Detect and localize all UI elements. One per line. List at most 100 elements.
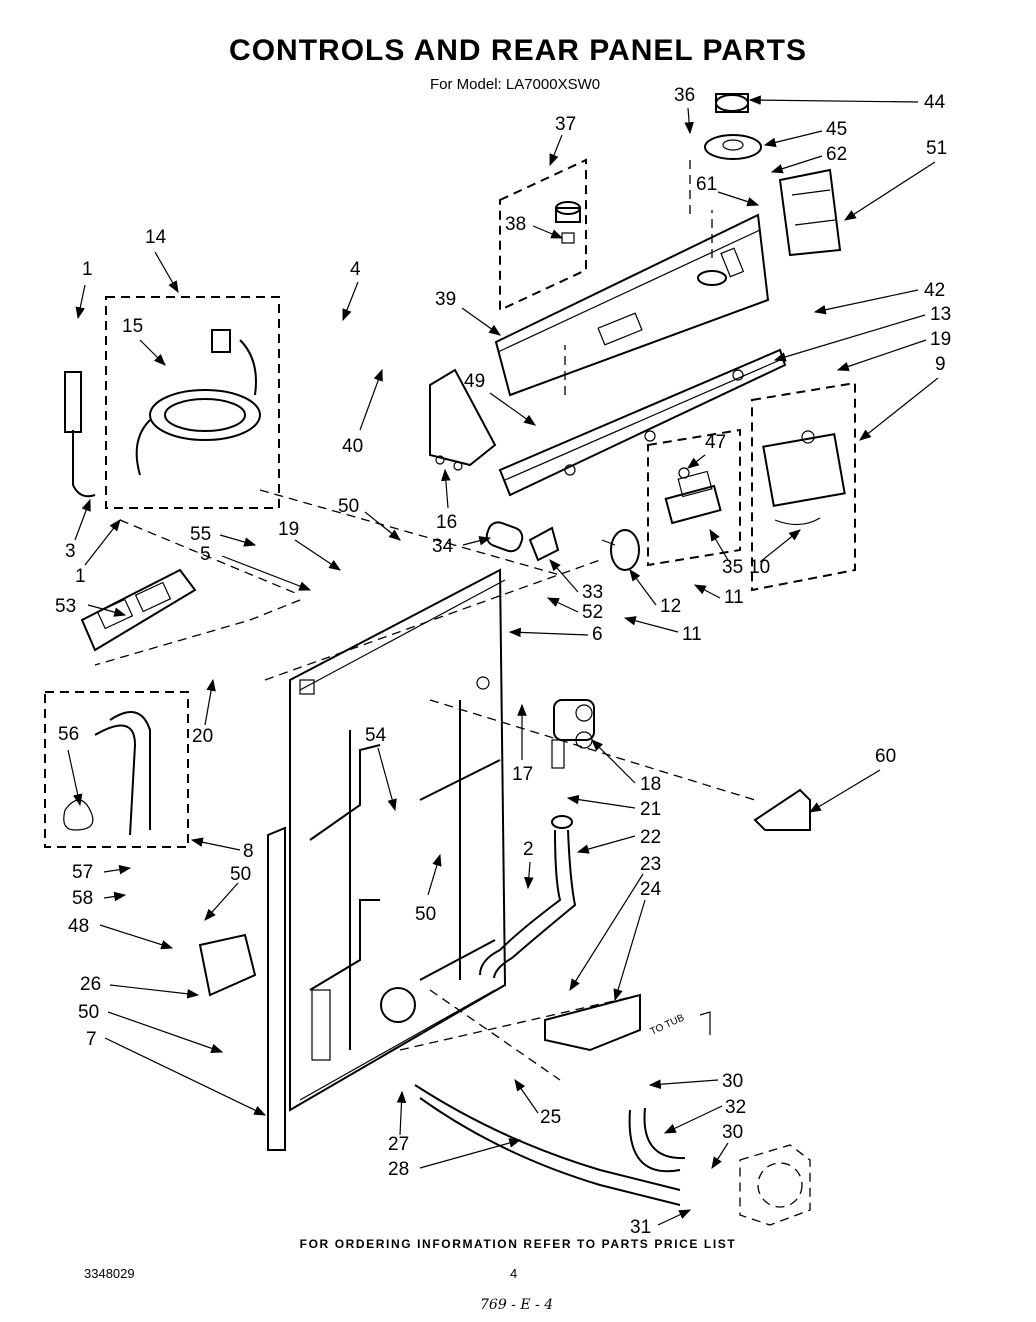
callout-50d: 50 (415, 904, 436, 925)
drain-hose-lower (414, 1084, 681, 1191)
capacitor (485, 521, 524, 553)
page-title: CONTROLS AND REAR PANEL PARTS (229, 34, 807, 67)
to-tub-label: TO TUB (649, 1012, 687, 1037)
callout-56: 56 (58, 724, 79, 745)
power-cord (135, 329, 261, 476)
selector-switch (664, 467, 722, 525)
timer-knob-and-dial (704, 93, 762, 160)
callout-31: 31 (630, 1217, 651, 1238)
callout-34: 34 (432, 536, 454, 557)
lint-filter-cover (753, 788, 811, 831)
timer-knob-group-box (499, 158, 587, 312)
callout-57: 57 (72, 862, 93, 883)
callout-24: 24 (640, 879, 662, 900)
callout-18: 18 (640, 774, 661, 795)
callout-32: 32 (725, 1097, 746, 1118)
callout-44: 44 (924, 92, 946, 113)
callout-39: 39 (435, 289, 456, 310)
callout-51: 51 (926, 138, 947, 159)
callout-53: 53 (55, 596, 76, 617)
callout-19b: 19 (930, 329, 951, 350)
callout-2: 2 (523, 839, 534, 860)
callout-7: 7 (86, 1029, 97, 1050)
access-panel (80, 568, 197, 652)
callout-1b: 1 (75, 566, 86, 587)
callout-8: 8 (243, 841, 254, 862)
inlet-hose (479, 829, 562, 976)
callout-50a: 50 (338, 496, 359, 517)
callout-21: 21 (640, 799, 661, 820)
tub-hose (628, 1109, 681, 1173)
callout-60: 60 (875, 746, 896, 767)
callout-36: 36 (674, 85, 695, 106)
control-knob (555, 201, 581, 244)
callout-47: 47 (705, 432, 726, 453)
callout-61: 61 (696, 174, 717, 195)
callout-54: 54 (365, 725, 387, 746)
console-end-cap (429, 368, 497, 471)
drain-adapter (198, 933, 257, 997)
console-bracket (498, 348, 787, 497)
callout-14: 14 (145, 227, 167, 248)
callout-50b: 50 (230, 864, 251, 885)
callout-45: 45 (826, 119, 847, 140)
switch-group-box (647, 428, 741, 567)
timer-group-box (751, 381, 856, 592)
callout-11b: 11 (682, 624, 702, 645)
callout-10: 10 (749, 557, 770, 578)
callout-9: 9 (935, 354, 946, 375)
callout-48: 48 (68, 916, 89, 937)
callout-62: 62 (826, 144, 847, 165)
callout-30b: 30 (722, 1122, 743, 1143)
callout-55: 55 (190, 524, 211, 545)
callout-33: 33 (582, 582, 603, 603)
callout-16: 16 (436, 512, 457, 533)
callout-11a: 11 (724, 587, 744, 608)
callout-19a: 19 (278, 519, 299, 540)
callout-40: 40 (342, 436, 363, 457)
callout-49: 49 (464, 371, 485, 392)
switch-bracket (778, 168, 842, 257)
mixing-valve (551, 699, 595, 769)
callout-42: 42 (924, 280, 945, 301)
mounting-clip (528, 526, 560, 562)
timer-assembly (762, 430, 846, 526)
hose-bracket (544, 993, 641, 1052)
page-number: 4 (510, 1266, 518, 1281)
fill-hose (72, 430, 96, 498)
ordering-information-note: FOR ORDERING INFORMATION REFER TO PARTS … (299, 1237, 737, 1251)
leader-arrows (67, 95, 939, 1226)
rear-panel (289, 568, 507, 1112)
callout-4: 4 (350, 259, 361, 280)
water-level-switch (601, 529, 640, 571)
callout-38: 38 (505, 214, 526, 235)
handwritten-code: 769 - E - 4 (480, 1297, 554, 1313)
callout-27: 27 (388, 1134, 409, 1155)
document-number: 3348029 (84, 1266, 135, 1281)
callout-22: 22 (640, 827, 661, 848)
callout-52: 52 (582, 602, 603, 623)
callout-13: 13 (930, 304, 951, 325)
callout-30a: 30 (722, 1071, 743, 1092)
callout-23: 23 (640, 854, 661, 875)
side-trim-strip (267, 826, 286, 1151)
callout-6: 6 (592, 624, 603, 645)
callout-20: 20 (192, 726, 213, 747)
callout-37: 37 (555, 114, 576, 135)
drain-hose-group-box (44, 691, 189, 848)
callout-5: 5 (200, 544, 211, 565)
callout-35: 35 (722, 557, 743, 578)
pump-housing (739, 1144, 811, 1226)
callout-1a: 1 (82, 259, 93, 280)
callout-25: 25 (540, 1107, 561, 1128)
callout-28: 28 (388, 1159, 409, 1180)
power-cord-group-box (105, 296, 280, 509)
callout-labels: 1 14 15 3 1 53 4 40 55 5 19 50 16 34 39 … (55, 85, 951, 1238)
callout-58: 58 (72, 888, 93, 909)
model-subtitle: For Model: LA7000XSW0 (430, 76, 601, 93)
callout-26: 26 (80, 974, 101, 995)
control-console (494, 213, 770, 397)
callout-50c: 50 (78, 1002, 99, 1023)
callout-12: 12 (660, 596, 681, 617)
